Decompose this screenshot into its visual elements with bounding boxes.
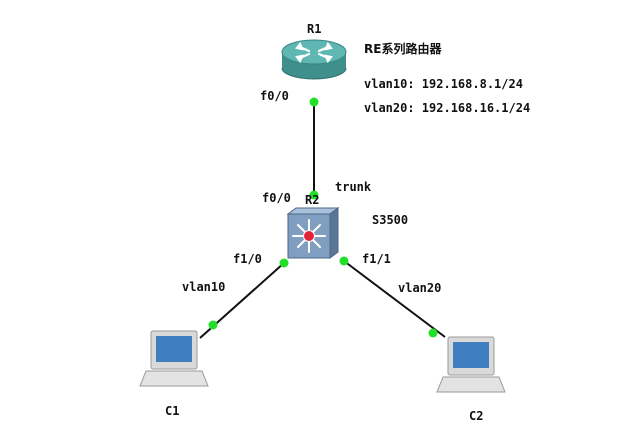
- port-dot-c1: [208, 320, 218, 330]
- vlan10-link-label: vlan10: [182, 280, 226, 294]
- port-dot-r2-f1-1: [339, 256, 349, 266]
- laptop-icon: [436, 336, 506, 393]
- port-label-r2-f1-0: f1/0: [233, 252, 262, 266]
- device-name-r1: R1: [307, 22, 322, 36]
- device-name-r2: R2: [305, 193, 320, 207]
- vlan20-gateway-label: vlan20: 192.168.16.1/24: [364, 101, 531, 115]
- router-icon: [281, 39, 347, 80]
- pc-c2[interactable]: [436, 336, 506, 393]
- vlan20-link-label: vlan20: [398, 281, 442, 295]
- vlan10-gateway-label: vlan10: 192.168.8.1/24: [364, 77, 523, 91]
- port-dot-c2: [428, 328, 438, 338]
- port-dot-r2-f1-0: [279, 258, 289, 268]
- trunk-label: trunk: [335, 180, 372, 194]
- port-dot-r2-f0-0: [309, 190, 319, 200]
- port-label-r1-f0-0: f0/0: [260, 89, 289, 103]
- switch-r2[interactable]: [286, 207, 340, 259]
- layer3-switch-icon: [286, 207, 340, 259]
- router-model-label: RE系列路由器: [364, 42, 442, 56]
- port-label-r2-f1-1: f1/1: [362, 252, 391, 266]
- switch-model-label: S3500: [372, 213, 409, 227]
- pc-c1[interactable]: [139, 330, 209, 387]
- port-label-r2-f0-0: f0/0: [262, 191, 291, 205]
- router-r1[interactable]: [281, 39, 347, 80]
- link-r2-c2: [343, 260, 446, 338]
- laptop-icon: [139, 330, 209, 387]
- device-name-c2: C2: [469, 409, 484, 423]
- port-dot-r1-f0-0: [309, 97, 319, 107]
- device-name-c1: C1: [165, 404, 180, 418]
